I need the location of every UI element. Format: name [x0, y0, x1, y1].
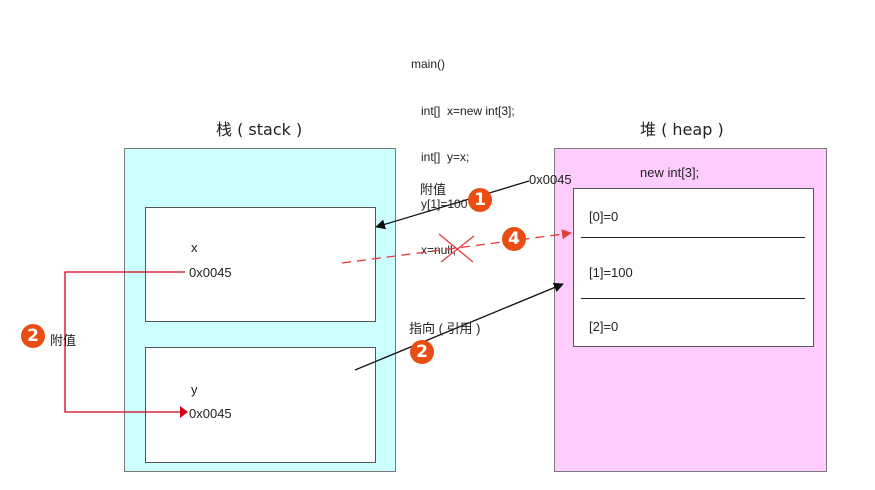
code-line: main() [411, 57, 446, 71]
stack-frame-x [145, 207, 376, 322]
heap-address-label: 0x0045 [529, 172, 572, 187]
step-badge-2-left: 2 [21, 324, 45, 348]
reference-arrow [354, 282, 564, 371]
step-badge-4: 4 [502, 227, 526, 251]
code-line: int[] y=x; [411, 150, 470, 164]
var-x-name: x [191, 240, 198, 255]
array-element: [0]=0 [589, 209, 619, 224]
assign-label: 附值 [420, 182, 447, 197]
array-element: [2]=0 [589, 319, 619, 334]
array-divider [581, 237, 805, 238]
array-element: [1]=100 [589, 265, 633, 280]
array-divider [581, 298, 805, 299]
code-line: y[1]=100 [411, 196, 468, 211]
broken-reference-arrow [341, 229, 572, 264]
assign-arrow [375, 180, 530, 230]
reference-label: 指向 ( 引用 ) [409, 321, 481, 336]
cross-mark [440, 235, 475, 263]
code-line: int[] x=new int[3]; [411, 103, 515, 118]
stack-frame-y [145, 347, 376, 463]
step-badge-2-right: 2 [410, 340, 434, 364]
code-block: main() int[] x=new int[3]; int[] y=x; y[… [411, 26, 515, 274]
copy-arrowhead [180, 406, 188, 418]
heap-new-label: new int[3]; [640, 165, 700, 180]
heap-array-box [573, 188, 814, 347]
heap-title: 堆 ( heap ) [640, 120, 724, 139]
assign-label-left: 附值 [50, 333, 77, 348]
stack-title: 栈 ( stack ) [216, 120, 303, 139]
var-y-name: y [191, 382, 198, 397]
step-badge-1: 1 [468, 188, 492, 212]
cross-mark [438, 233, 474, 263]
var-x-value: 0x0045 [189, 265, 232, 280]
copy-path [64, 271, 185, 413]
var-y-value: 0x0045 [189, 406, 232, 421]
